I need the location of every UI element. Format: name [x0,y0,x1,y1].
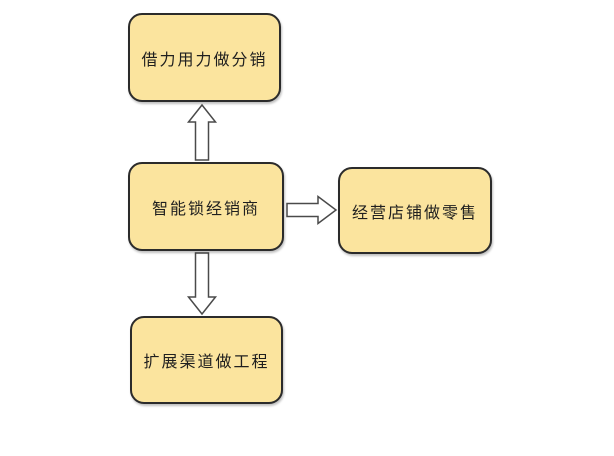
node-smart-lock-dealer: 智能锁经销商 [128,162,284,251]
node-engineering-channel-label: 扩展渠道做工程 [143,354,270,371]
node-retail-store-label: 经营店铺做零售 [351,204,478,222]
arrow-up-icon [186,103,218,161]
node-retail-store: 经营店铺做零售 [338,167,492,254]
node-distribution-label: 借力用力做分销 [141,51,268,69]
arrow-right-icon [286,195,338,225]
node-engineering-channel: 扩展渠道做工程 [130,316,283,404]
arrow-down-icon [186,252,218,316]
node-distribution: 借力用力做分销 [128,13,281,102]
node-smart-lock-dealer-label: 智能锁经销商 [151,200,260,218]
